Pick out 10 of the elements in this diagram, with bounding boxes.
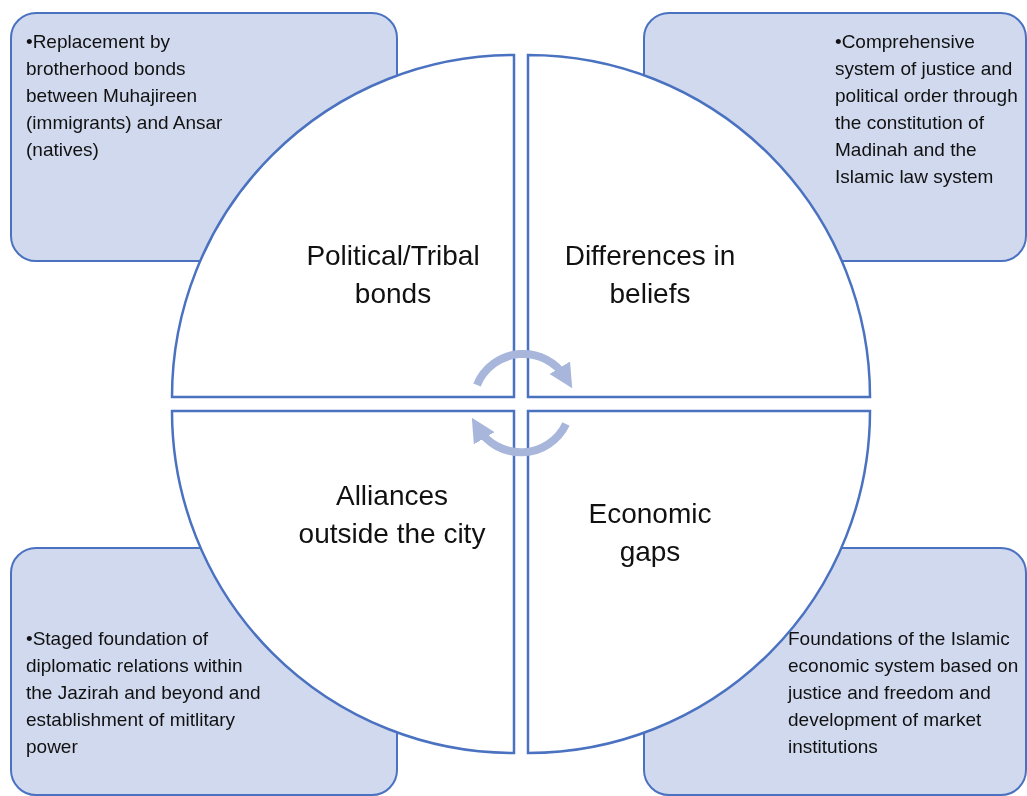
description-text: •Comprehensive system of justice and political order through the constitution of Madinah and the Islamic law system [835, 30, 1019, 189]
curved-arrow [471, 418, 570, 457]
description-text: •Replacement by brotherhood bonds between Muhajireen (immigrants) and Ansar (natives) [26, 30, 224, 162]
segment-label: Alliances outside the city [297, 479, 487, 551]
segment-label: Political/Tribal bonds [305, 239, 481, 311]
segment-label: Economic gaps [587, 497, 713, 569]
description-text: Foundations of the Islamic economic system based on justice and freedom and development of market institutions [788, 627, 1020, 759]
description-text: •Staged foundation of diplomatic relations within the Jazirah and beyond and establishment of mitlitary power [26, 627, 262, 759]
curved-arrow [473, 350, 573, 388]
segment-label: Differences in beliefs [563, 239, 737, 311]
